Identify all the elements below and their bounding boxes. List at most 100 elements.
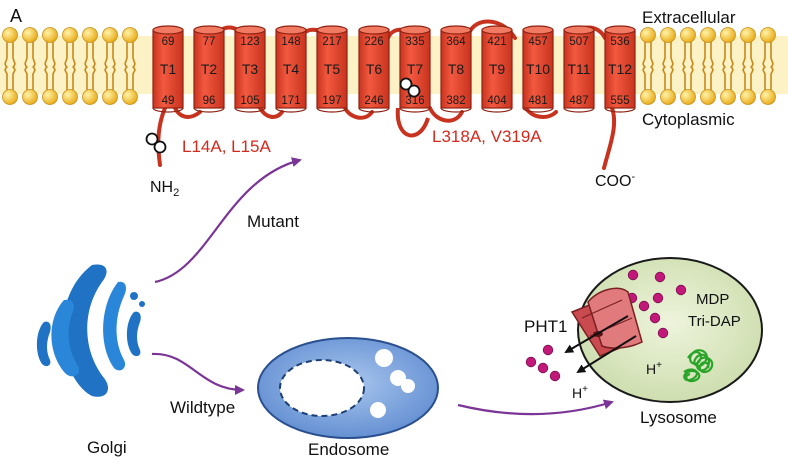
helix-name: T12: [608, 61, 632, 77]
endosome: [257, 337, 439, 439]
transport-arrow-2: [576, 335, 637, 374]
wildtype-label: Wildtype: [170, 398, 235, 417]
helix-bottom-residue: 197: [322, 95, 341, 107]
helix-top-residue: 421: [487, 36, 506, 48]
ligand-dots: [525, 269, 687, 382]
helix-name: T1: [160, 61, 177, 77]
golgi-label: Golgi: [87, 438, 127, 457]
helix-bottom-residue: 316: [405, 95, 424, 107]
mutation-label-nterm: L14A, L15A: [182, 137, 272, 156]
panel-label: A: [10, 6, 22, 26]
mutant-arrow: [154, 157, 302, 284]
tridap-label: Tri-DAP: [688, 313, 741, 330]
pht1-transporter: [570, 287, 643, 357]
ligand-dot: [627, 269, 639, 281]
lipid-bilayer-right: [640, 27, 776, 105]
pht1-label: PHT1: [524, 317, 567, 336]
extracellular-label: Extracellular: [642, 8, 736, 27]
helix-bottom-residue: 481: [528, 95, 547, 107]
helix-bottom-residue: 555: [610, 95, 629, 107]
lipid-bilayer-left: [2, 27, 138, 105]
mutation-circles-nterm: [145, 132, 167, 154]
proton-label-inside: H+: [646, 360, 662, 377]
lipid-molecule: [2, 27, 18, 105]
helix-group: 69T14977T296123T3105148T4171217T5197226T…: [152, 25, 636, 113]
helix-bottom-residue: 105: [240, 95, 259, 107]
lipid-molecule: [720, 27, 736, 105]
helix-name: T8: [448, 61, 465, 77]
helix-bottom-residue: 382: [446, 95, 465, 107]
lipid-molecule: [700, 27, 716, 105]
helix-top-residue: 226: [364, 36, 383, 48]
lipid-molecule: [42, 27, 58, 105]
helix-top-residue: 77: [203, 36, 216, 48]
lipid-molecule: [22, 27, 38, 105]
ligand-dot: [649, 312, 661, 324]
helix-name: T11: [567, 61, 590, 77]
ligand-dot: [525, 356, 537, 368]
lipid-molecule: [122, 27, 138, 105]
n-terminus-label: NH2: [150, 179, 179, 199]
helix-name: T3: [242, 61, 259, 77]
helix-top-residue: 457: [528, 36, 547, 48]
lipid-molecule: [740, 27, 756, 105]
green-coil-2: [683, 368, 701, 383]
ligand-dot: [654, 271, 666, 283]
membrane-band: [0, 36, 788, 94]
mutation-label-helix7: L318A, V319A: [432, 127, 542, 146]
helix-name: T9: [489, 61, 506, 77]
ligand-dot: [638, 300, 650, 312]
ligand-dot: [675, 284, 687, 296]
helix-bottom-residue: 404: [487, 95, 507, 107]
helix-name: T10: [526, 61, 550, 77]
lysosome-label: Lysosome: [640, 408, 717, 427]
mutation-circles-helix7: [399, 77, 421, 98]
lipid-molecule: [102, 27, 118, 105]
helix-bottom-residue: 487: [569, 95, 588, 107]
ligand-dot: [542, 344, 554, 356]
lipid-molecule: [680, 27, 696, 105]
ligand-dot: [549, 370, 561, 382]
helix-name: T6: [366, 61, 383, 77]
helix-top-residue: 364: [446, 36, 466, 48]
endosome-lysosome-arrow: [457, 399, 614, 416]
helix-top-residue: 335: [405, 36, 424, 48]
lipid-molecule: [82, 27, 98, 105]
endosome-label: Endosome: [308, 440, 389, 459]
lipid-molecule: [760, 27, 776, 105]
c-terminus-label: COO-: [595, 171, 635, 190]
helix-name: T5: [324, 61, 341, 77]
lipid-molecule: [660, 27, 676, 105]
lipid-molecule: [62, 27, 78, 105]
mdp-label: MDP: [696, 291, 729, 308]
green-coil: [687, 349, 714, 374]
proton-label-outside: H+: [572, 384, 588, 401]
helix-top-residue: 69: [162, 36, 175, 48]
wildtype-arrow: [151, 352, 245, 395]
helix-bottom-residue: 246: [364, 95, 383, 107]
helix-bottom-residue: 96: [203, 95, 216, 107]
helix-name: T4: [283, 61, 300, 77]
helix-top-residue: 123: [240, 36, 259, 48]
ligand-dot: [652, 292, 664, 304]
helix-top-residue: 507: [569, 36, 588, 48]
golgi: [36, 264, 145, 397]
transport-arrow-1: [564, 315, 629, 354]
helix-name: T2: [201, 61, 218, 77]
mutant-label: Mutant: [247, 212, 299, 231]
helix-bottom-residue: 171: [281, 95, 300, 107]
helix-top-residue: 148: [281, 36, 300, 48]
